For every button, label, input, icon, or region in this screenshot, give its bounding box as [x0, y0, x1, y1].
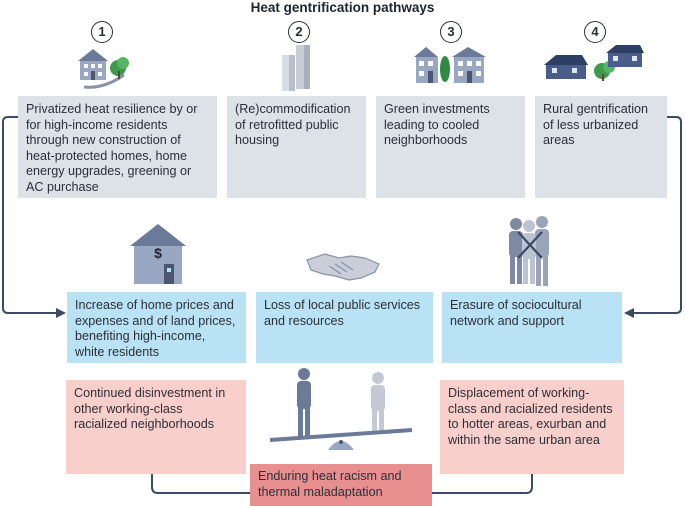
tower-buildings-icon: [282, 45, 310, 91]
pathway-box-1: Privatized heat resilience by or for hig…: [18, 96, 217, 198]
pathway-number-3: 3: [440, 21, 462, 43]
bottom-left-connector-line: [151, 474, 250, 494]
consequence-box-home-prices: Increase of home prices and expenses and…: [67, 292, 246, 363]
row-houses-with-tree-icon: [414, 47, 486, 83]
pathway-number-2: 2: [288, 21, 310, 43]
pathway-number-4: 4: [584, 21, 606, 43]
outcome-box-displacement: Displacement of working-class and racial…: [440, 380, 624, 474]
house-with-tree-icon: [78, 49, 129, 89]
left-arrowhead: [56, 308, 66, 318]
seesaw-people-icon: [269, 368, 413, 450]
house-dollar-icon: $: [130, 224, 186, 284]
crossed-people-icon: [509, 216, 549, 286]
pathway-number-1: 1: [91, 21, 113, 43]
right-connector-line: [630, 116, 682, 314]
pathway-box-2: (Re)commodification of retrofitted publi…: [227, 96, 366, 198]
left-connector-line: [2, 116, 58, 314]
right-arrowhead: [624, 308, 634, 318]
pathway-box-3: Green investments leading to cooled neig…: [376, 96, 525, 198]
outcome-box-disinvestment: Continued disinvestment in other working…: [66, 380, 246, 474]
handshake-icon: [306, 253, 380, 281]
pathway-box-4: Rural gentrification of less urbanized a…: [535, 96, 667, 198]
consequence-box-public-services: Loss of local public services and resour…: [256, 292, 433, 363]
diagram-title: Heat gentrification pathways: [250, 0, 435, 15]
consequence-box-sociocultural-network: Erasure of sociocultural network and sup…: [442, 292, 622, 363]
outcome-box-heat-racism: Enduring heat racism and thermal maladap…: [250, 464, 432, 506]
svg-text:$: $: [154, 245, 162, 261]
rural-houses-icon: [544, 45, 644, 81]
bottom-right-connector-line: [432, 474, 533, 494]
